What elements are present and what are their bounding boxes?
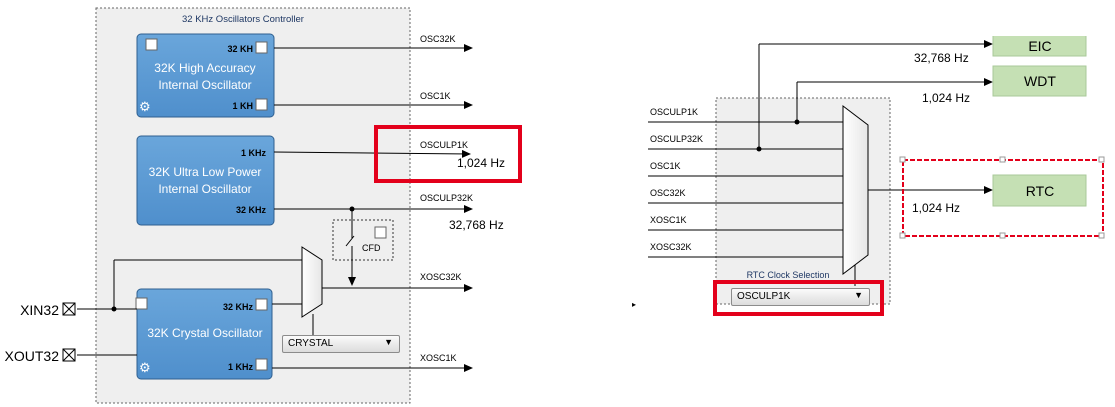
rtc-clock-dropdown[interactable]: OSCULP1K ▼	[731, 288, 870, 306]
wdt-block: WDT	[992, 65, 1087, 97]
osc-high-accuracy-enable-checkbox[interactable]	[145, 38, 158, 51]
osc-high-accuracy-32k-checkbox[interactable]	[255, 41, 268, 54]
osculp32k-frequency: 32,768 Hz	[449, 218, 504, 232]
osc-ulp-block: 1 KHz 32 KHz 32K Ultra Low Power Interna…	[136, 135, 275, 226]
rtc-mux-input-label: XOSC32K	[650, 242, 692, 252]
osc-high-accuracy-block[interactable]: 32 KH 1 KH 32K High Accuracy Internal Os…	[136, 33, 275, 118]
top-crop-mask	[990, 0, 1090, 36]
osc-high-accuracy-1k-checkbox[interactable]	[255, 98, 268, 111]
rtc-clock-selection-label: RTC Clock Selection	[747, 270, 830, 280]
xin32-label: XIN32	[20, 302, 59, 318]
rtc-block: RTC	[992, 174, 1087, 207]
rtc-mux-input-label: OSCULP32K	[650, 134, 703, 144]
cfd-box: CFD	[332, 219, 394, 261]
controller-title: 32 KHz Oscillators Controller	[182, 14, 304, 25]
wdt-label: WDT	[1024, 73, 1056, 89]
xin32-pin: XIN32	[20, 302, 76, 318]
rtc-mux-inputs	[648, 121, 843, 258]
osc-high-accuracy-name: 32K High Accuracy	[154, 61, 255, 75]
cfd-checkbox[interactable]	[374, 226, 387, 239]
gear-icon[interactable]: ⚙	[139, 99, 151, 114]
osc-crystal-name: 32K Crystal Oscillator	[147, 326, 262, 340]
rtc-mux-input-label: OSC1K	[650, 161, 681, 171]
rtc-clock-dropdown-value: OSCULP1K	[737, 291, 791, 302]
osc-crystal-32k-checkbox[interactable]	[255, 298, 268, 311]
osc-crystal-1k-checkbox[interactable]	[255, 358, 268, 371]
rtc-frequency: 1,024 Hz	[912, 201, 960, 215]
xout32-label: XOUT32	[5, 348, 60, 364]
crystal-mux	[301, 246, 323, 318]
osc-ulp-32k-label: 32 KHz	[236, 205, 267, 215]
rtc-highlight-handles	[899, 156, 1105, 239]
osc-ulp-1k-label: 1 KHz	[241, 148, 267, 158]
junction-dot	[111, 306, 117, 312]
xout32-pin: XOUT32	[5, 348, 76, 364]
cfd-label: CFD	[362, 243, 381, 253]
osculp1k-frequency: 1,024 Hz	[457, 156, 505, 170]
osc-high-accuracy-32k-label: 32 KH	[227, 44, 253, 54]
left-wiring	[77, 44, 473, 372]
osc-high-accuracy-1k-label: 1 KH	[232, 101, 253, 111]
osc32k-label: OSC32K	[420, 34, 456, 44]
gear-icon[interactable]: ⚙	[139, 360, 151, 375]
crystal-source-value: CRYSTAL	[288, 338, 334, 349]
osc-ulp-name-2: Internal Oscillator	[158, 182, 251, 196]
osc1k-label: OSC1K	[420, 91, 451, 101]
rtc-mux-input-label: XOSC1K	[650, 215, 687, 225]
rtc-mux-input-label: OSC32K	[650, 188, 686, 198]
rtc-mux-input-label: OSCULP1K	[650, 107, 698, 117]
eic-label: EIC	[1028, 38, 1051, 54]
wdt-frequency: 1,024 Hz	[922, 91, 970, 105]
eic-frequency: 32,768 Hz	[914, 51, 969, 65]
xosc1k-label: XOSC1K	[420, 353, 457, 363]
rtc-mux	[842, 104, 869, 276]
osc-crystal-enable-checkbox[interactable]	[135, 297, 148, 310]
osculp1k-label: OSCULP1K	[420, 140, 468, 150]
osculp32k-label: OSCULP32K	[420, 193, 473, 203]
rtc-dropdown-highlight	[713, 280, 884, 316]
chevron-down-icon[interactable]: ▼	[384, 337, 393, 347]
xosc32k-label: XOSC32K	[420, 272, 462, 282]
osculp1k-highlight	[374, 125, 522, 183]
crystal-source-dropdown[interactable]: CRYSTAL ▼	[282, 335, 400, 353]
osc-crystal-block[interactable]: 32 KHz 1 KHz 32K Crystal Oscillator ⚙	[135, 288, 273, 380]
osc-crystal-1k-label: 1 KHz	[228, 362, 254, 372]
junction-dot	[794, 119, 800, 125]
osc-ulp-name: 32K Ultra Low Power	[149, 165, 262, 179]
stray-marker: ▸	[632, 300, 636, 309]
osc-high-accuracy-name-2: Internal Oscillator	[158, 78, 251, 92]
junction-dot	[349, 206, 355, 212]
chevron-down-icon[interactable]: ▼	[854, 290, 863, 300]
osc-crystal-32k-label: 32 KHz	[223, 302, 254, 312]
rtc-label: RTC	[1026, 183, 1055, 199]
junction-dot	[756, 146, 762, 152]
